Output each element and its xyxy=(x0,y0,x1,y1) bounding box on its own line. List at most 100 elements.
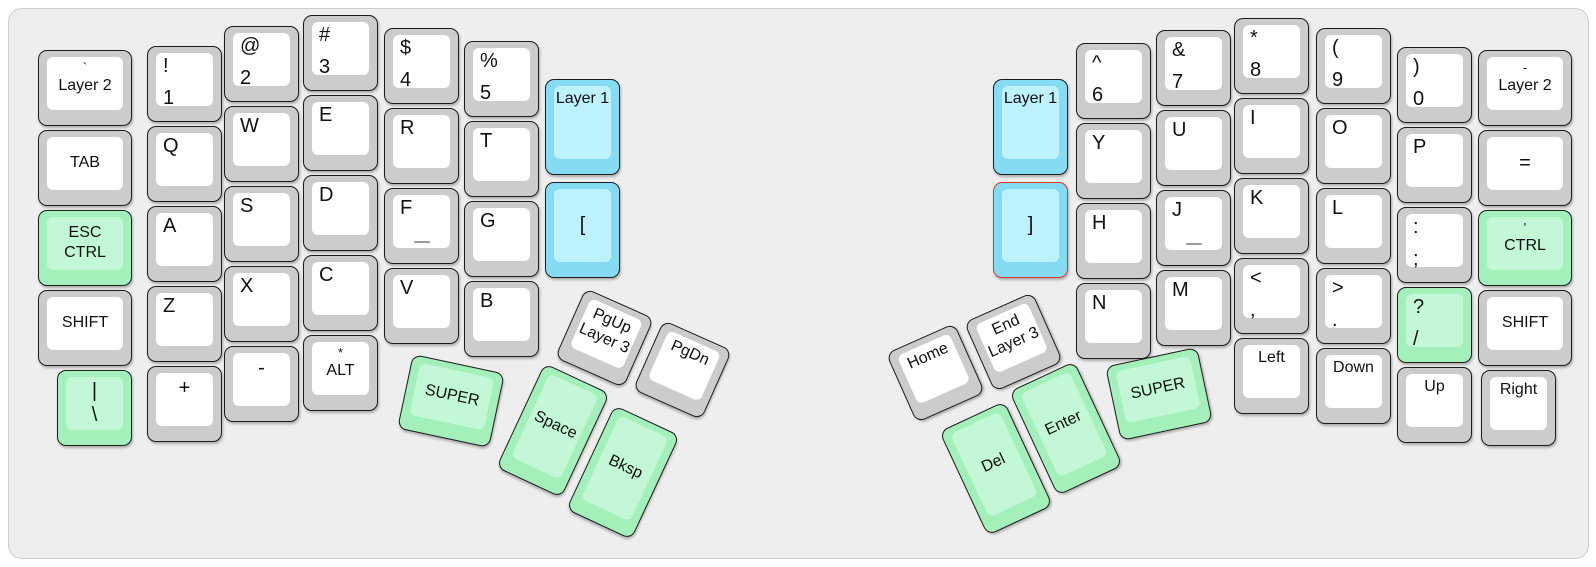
key-t[interactable]: T xyxy=(464,121,539,197)
key-legend: Up xyxy=(1424,378,1445,395)
key-comma[interactable]: <, xyxy=(1234,258,1309,334)
key-legend: 8 xyxy=(1250,59,1262,81)
key-7[interactable]: &7 xyxy=(1156,30,1231,106)
key-rbracket[interactable]: ] xyxy=(993,182,1068,278)
key-j[interactable]: J xyxy=(1156,190,1231,266)
key-shifted-legend: ' xyxy=(1523,220,1527,235)
key-layer1-left[interactable]: Layer 1 xyxy=(545,79,620,175)
key-i[interactable]: I xyxy=(1234,98,1309,174)
key-x[interactable]: X xyxy=(224,266,299,342)
key-k[interactable]: K xyxy=(1234,178,1309,254)
key-lbracket[interactable]: [ xyxy=(545,182,620,278)
key-8[interactable]: *8 xyxy=(1234,18,1309,94)
key-legend: ^ xyxy=(1092,52,1102,74)
key-tab[interactable]: TAB xyxy=(38,130,132,206)
key-pipe-backslash[interactable]: |\ xyxy=(57,370,132,446)
key-shift-right[interactable]: SHIFT xyxy=(1478,290,1572,366)
keycap-face: Bksp xyxy=(580,415,669,522)
key-3[interactable]: #3 xyxy=(303,15,378,91)
key-o[interactable]: O xyxy=(1316,108,1391,184)
key-down[interactable]: Down xyxy=(1316,348,1391,424)
key-minus[interactable]: - xyxy=(224,346,299,422)
keycap-face: G xyxy=(473,208,530,261)
key-legend: K xyxy=(1250,187,1264,209)
key-legend: [ xyxy=(579,213,586,236)
keycap-face: F xyxy=(393,195,450,248)
keycap-face: R xyxy=(393,115,450,168)
key-super-right[interactable]: SUPER xyxy=(1105,347,1213,441)
key-g[interactable]: G xyxy=(464,201,539,277)
key-semicolon[interactable]: :; xyxy=(1397,207,1472,283)
key-minus-layer2[interactable]: -Layer 2 xyxy=(1478,50,1572,126)
key-super-left[interactable]: SUPER xyxy=(397,354,505,448)
key-alt[interactable]: *ALT xyxy=(303,335,378,411)
key-a[interactable]: A xyxy=(147,206,222,282)
key-legend: ) xyxy=(1413,56,1420,78)
key-right[interactable]: Right xyxy=(1481,370,1556,446)
key-y[interactable]: Y xyxy=(1076,123,1151,199)
key-legend: V xyxy=(400,277,414,299)
keycap-face: #3 xyxy=(312,22,369,77)
key-m[interactable]: M xyxy=(1156,270,1231,346)
key-legend: R xyxy=(400,117,415,139)
keycap-face: (9 xyxy=(1325,35,1382,90)
key-plus[interactable]: + xyxy=(147,366,222,442)
key-legend: Layer 1 xyxy=(1003,90,1058,107)
keycap-face: 'CTRL xyxy=(1487,217,1563,270)
key-c[interactable]: C xyxy=(303,255,378,331)
keycap-face: SUPER xyxy=(1115,355,1201,424)
key-legend: Layer 2 xyxy=(58,77,112,94)
keycap-face: SUPER xyxy=(409,362,495,431)
key-p[interactable]: P xyxy=(1397,127,1472,203)
key-0[interactable]: )0 xyxy=(1397,47,1472,123)
key-left[interactable]: Left xyxy=(1234,338,1309,414)
key-2[interactable]: @2 xyxy=(224,26,299,102)
key-legend: N xyxy=(1092,292,1107,314)
key-legend: A xyxy=(163,215,177,237)
key-legend: Bksp xyxy=(605,451,646,483)
keycap-face: |\ xyxy=(66,377,123,430)
key-v[interactable]: V xyxy=(384,268,459,344)
key-l[interactable]: L xyxy=(1316,188,1391,264)
key-layer1-right[interactable]: Layer 1 xyxy=(993,79,1068,175)
key-e[interactable]: E xyxy=(303,95,378,171)
key-z[interactable]: Z xyxy=(147,286,222,362)
keycap-face: %5 xyxy=(473,48,530,103)
keycap-face: SHIFT xyxy=(47,297,123,350)
key-pgdn[interactable]: PgDn xyxy=(632,320,733,420)
key-f[interactable]: F xyxy=(384,188,459,264)
key-h[interactable]: H xyxy=(1076,203,1151,279)
key-b[interactable]: B xyxy=(464,281,539,357)
key-legend: TAB xyxy=(70,153,100,171)
key-1[interactable]: !1 xyxy=(147,46,222,122)
keycap-face: !1 xyxy=(156,53,213,108)
key-quote-ctrl[interactable]: 'CTRL xyxy=(1478,210,1572,286)
key-u[interactable]: U xyxy=(1156,110,1231,186)
key-legend: ; xyxy=(1413,248,1419,270)
key-q[interactable]: Q xyxy=(147,126,222,202)
keycap-face: A xyxy=(156,213,213,266)
key-5[interactable]: %5 xyxy=(464,41,539,117)
key-w[interactable]: W xyxy=(224,106,299,182)
key-slash[interactable]: ?/ xyxy=(1397,287,1472,363)
key-grave-layer2[interactable]: `Layer 2 xyxy=(38,50,132,126)
key-n[interactable]: N xyxy=(1076,283,1151,359)
key-equals[interactable]: = xyxy=(1478,130,1572,206)
key-9[interactable]: (9 xyxy=(1316,28,1391,104)
key-6[interactable]: ^6 xyxy=(1076,43,1151,119)
key-period[interactable]: >. xyxy=(1316,268,1391,344)
key-d[interactable]: D xyxy=(303,175,378,251)
keycap-face: >. xyxy=(1325,275,1382,330)
keycap-face: Layer 1 xyxy=(1002,86,1059,159)
key-4[interactable]: $4 xyxy=(384,28,459,104)
key-r[interactable]: R xyxy=(384,108,459,184)
key-legend: J xyxy=(1172,199,1182,221)
key-shift-left[interactable]: SHIFT xyxy=(38,290,132,366)
keycap-face: $4 xyxy=(393,35,450,90)
keycap-face: Enter xyxy=(1020,371,1109,478)
key-up[interactable]: Up xyxy=(1397,367,1472,443)
key-legend: E xyxy=(319,104,333,126)
key-s[interactable]: S xyxy=(224,186,299,262)
